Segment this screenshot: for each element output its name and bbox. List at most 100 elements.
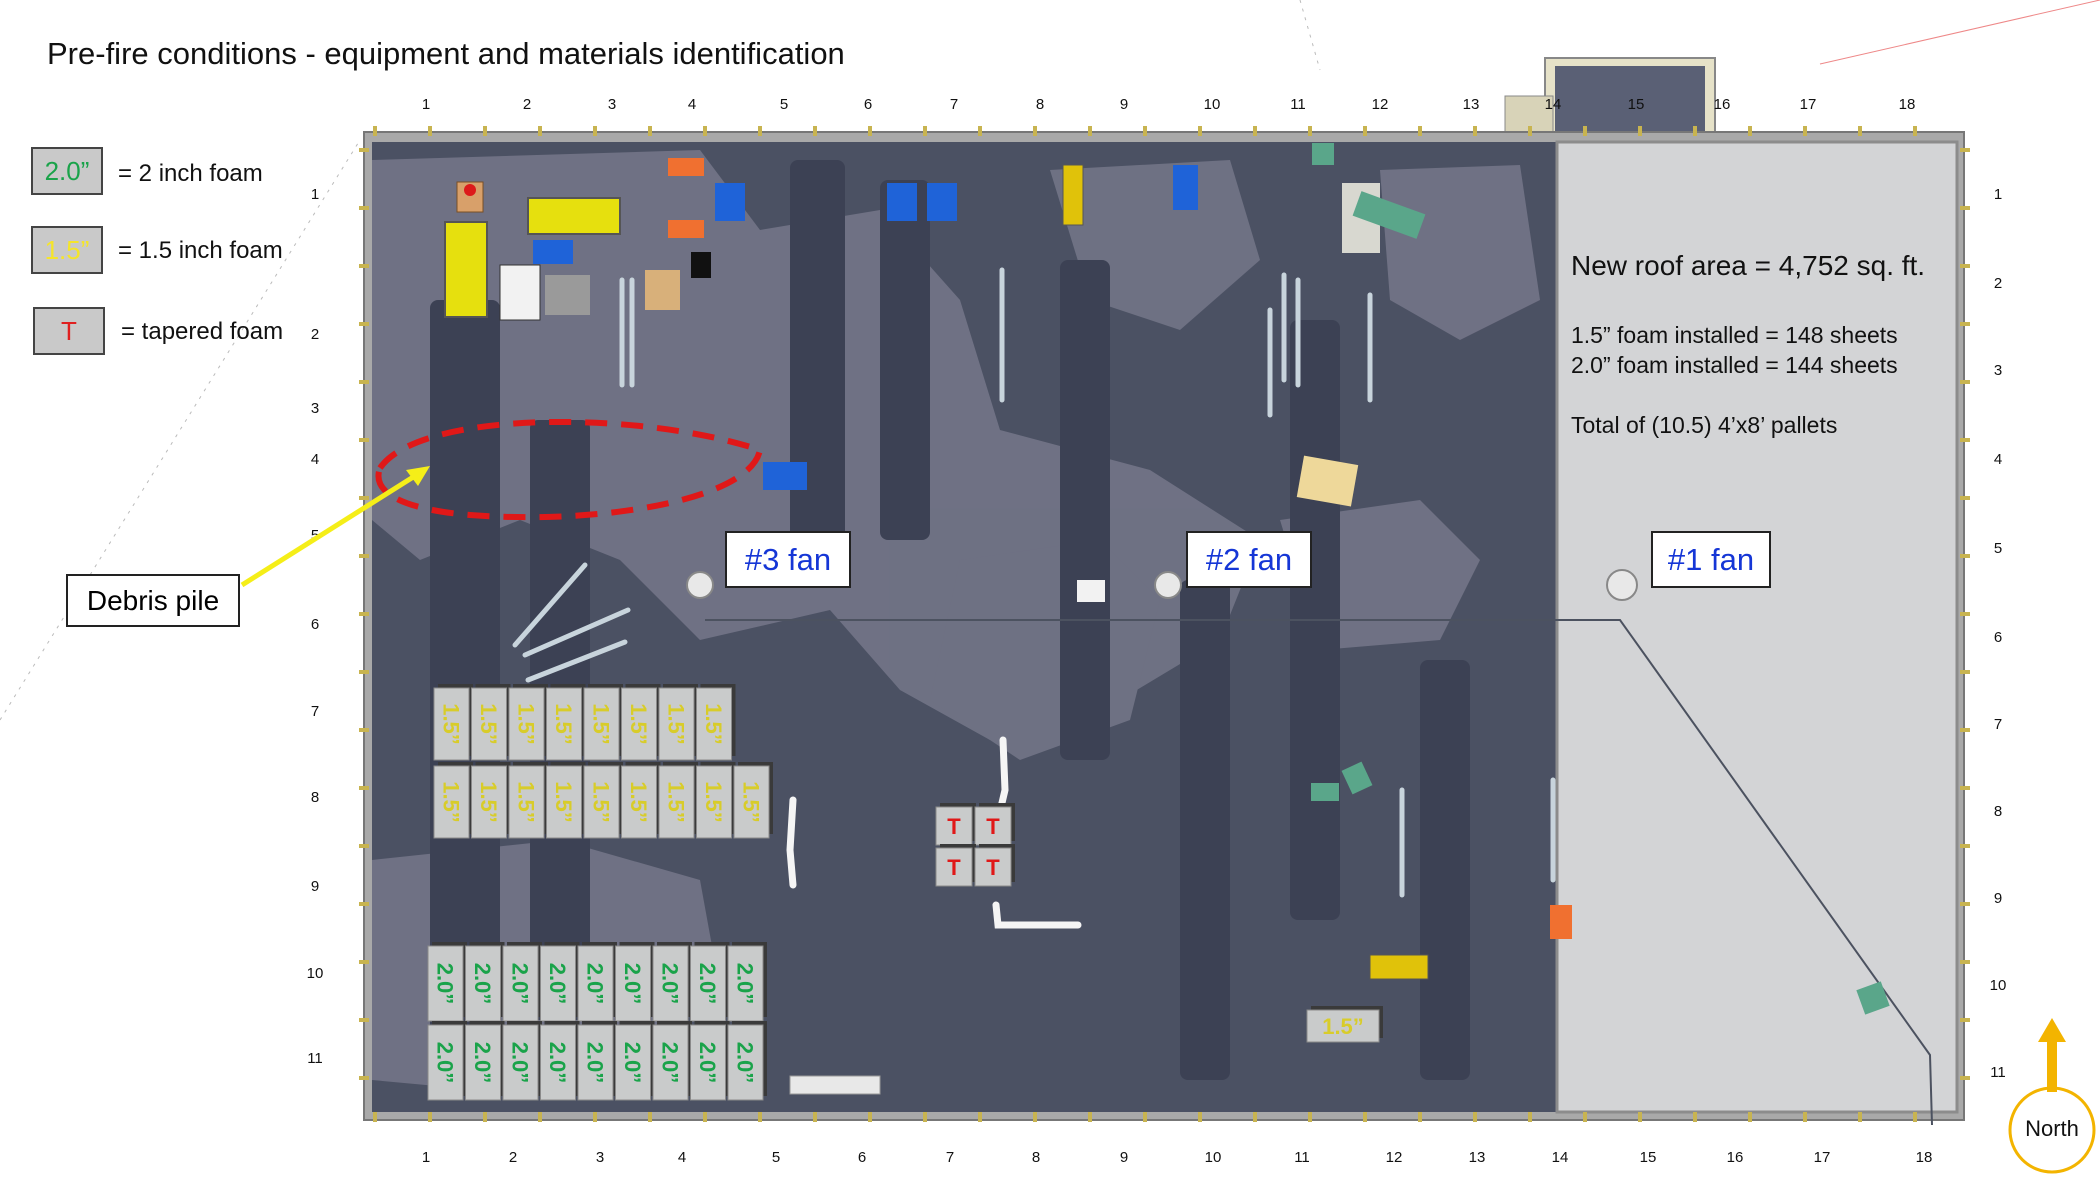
foam-pallet-1-5-label: 1.5” <box>476 703 501 745</box>
rail-post <box>1693 1112 1697 1122</box>
foam-pallet-2-0: 2.0” <box>615 942 655 1022</box>
rail-post <box>1960 496 1970 500</box>
column-label-top: 18 <box>1899 96 1916 113</box>
legend-label-2-inch: = 2 inch foam <box>118 160 263 187</box>
rail-post <box>359 1076 369 1080</box>
fan-2-callout: #2 fan <box>1186 531 1312 588</box>
foam-pallet-2-0-label: 2.0” <box>508 1042 533 1084</box>
column-label-bottom: 6 <box>858 1149 866 1166</box>
rail-post <box>813 126 817 136</box>
rail-post <box>1528 1112 1532 1122</box>
rail-post <box>1418 1112 1422 1122</box>
column-label-bottom: 1 <box>422 1149 430 1166</box>
pallets-1-5-inch: 1.5”1.5”1.5”1.5”1.5”1.5”1.5”1.5”1.5”1.5”… <box>433 684 773 839</box>
rail-post <box>1803 1112 1807 1122</box>
north-arrow <box>2008 1018 2096 1174</box>
foam-pallet-1-5-label: 1.5” <box>439 703 464 745</box>
rail-post <box>483 1112 487 1122</box>
row-label-left: 4 <box>311 451 319 468</box>
foam-pallet-1-5-label: 1.5” <box>626 781 651 823</box>
rail-post <box>1913 126 1917 136</box>
foam-pallet-2-0: 2.0” <box>502 1021 542 1101</box>
rail-post <box>373 126 377 136</box>
rail-post <box>359 902 369 906</box>
rail-post <box>1033 1112 1037 1122</box>
rail-post <box>359 148 369 152</box>
column-label-bottom: 14 <box>1552 1149 1569 1166</box>
column-label-top: 7 <box>950 96 958 113</box>
foam-pallet-tapered: T <box>974 844 1015 887</box>
rail-post <box>359 496 369 500</box>
foam-pallet-tapered-label: T <box>947 855 961 880</box>
rail-post <box>428 1112 432 1122</box>
row-label-right: 6 <box>1994 629 2002 646</box>
foam-pallet-1-5-label: 1.5” <box>701 781 726 823</box>
conduit-pipes <box>512 267 1556 898</box>
rail-post <box>1583 1112 1587 1122</box>
rail-post <box>868 126 872 136</box>
rail-post <box>648 126 652 136</box>
rail-post <box>1960 960 1970 964</box>
equipment-top <box>444 143 1426 602</box>
rail-post <box>1748 1112 1752 1122</box>
roof-access-structure <box>1504 57 1716 139</box>
construction-lines <box>0 0 1321 721</box>
rail-post <box>359 322 369 326</box>
row-label-right: 8 <box>1994 803 2002 820</box>
rail-post <box>1473 1112 1477 1122</box>
foam-2-0-installed-text: 2.0” foam installed = 144 sheets <box>1571 352 1898 378</box>
foam-pallet-1-5: 1.5” <box>658 684 698 761</box>
row-label-left: 9 <box>311 878 319 895</box>
foam-pallet-1-5-label: 1.5” <box>514 781 539 823</box>
column-label-top: 1 <box>422 96 430 113</box>
rail-post <box>1143 126 1147 136</box>
legend-swatch-1-5-inch-label: 1.5” <box>44 235 90 265</box>
rail-post <box>1363 1112 1367 1122</box>
foam-pallet-1-5: 1.5” <box>1306 1006 1383 1043</box>
column-label-top: 6 <box>864 96 872 113</box>
column-label-bottom: 11 <box>1294 1149 1310 1166</box>
rail-post <box>359 728 369 732</box>
column-label-bottom: 13 <box>1469 1149 1486 1166</box>
rail-post <box>373 1112 377 1122</box>
foam-pallet-2-0: 2.0” <box>540 1021 580 1101</box>
foam-pallet-1-5: 1.5” <box>433 684 473 761</box>
row-label-left: 3 <box>311 400 319 417</box>
row-label-left: 11 <box>307 1050 323 1067</box>
rail-post <box>1088 126 1092 136</box>
foam-pallet-1-5-label: 1.5” <box>514 703 539 745</box>
column-label-bottom: 15 <box>1640 1149 1657 1166</box>
new-roof-area-text: New roof area = 4,752 sq. ft. <box>1571 250 1926 281</box>
foam-pallet-2-0: 2.0” <box>577 942 617 1022</box>
debris-pile-callout: Debris pile <box>66 574 240 627</box>
foam-pallet-1-5-label: 1.5” <box>476 781 501 823</box>
foam-pallet-2-0: 2.0” <box>690 942 730 1022</box>
fan-1-callout: #1 fan <box>1651 531 1771 588</box>
column-label-bottom: 5 <box>772 1149 780 1166</box>
rail-post <box>428 126 432 136</box>
column-label-bottom: 4 <box>678 1149 686 1166</box>
column-label-top: 15 <box>1628 96 1645 113</box>
column-label-top: 17 <box>1800 96 1817 113</box>
foam-pallet-2-0-label: 2.0” <box>545 1042 570 1084</box>
foam-pallet-tapered: T <box>974 803 1015 846</box>
rail-post <box>1960 902 1970 906</box>
rail-post <box>359 554 369 558</box>
rail-post <box>538 1112 542 1122</box>
debris-arrow-head <box>406 466 430 486</box>
rail-post <box>923 126 927 136</box>
foam-pallet-1-5: 1.5” <box>658 762 698 839</box>
foam-pallet-2-0-label: 2.0” <box>545 963 570 1005</box>
rail-post <box>1960 264 1970 268</box>
foam-pallet-1-5-label: 1.5” <box>551 781 576 823</box>
column-label-top: 10 <box>1204 96 1221 113</box>
fan-cable <box>705 619 1933 1126</box>
rail-post <box>813 1112 817 1122</box>
rail-post <box>359 264 369 268</box>
column-label-bottom: 3 <box>596 1149 604 1166</box>
row-label-right: 3 <box>1994 362 2002 379</box>
row-label-right: 7 <box>1994 716 2002 733</box>
